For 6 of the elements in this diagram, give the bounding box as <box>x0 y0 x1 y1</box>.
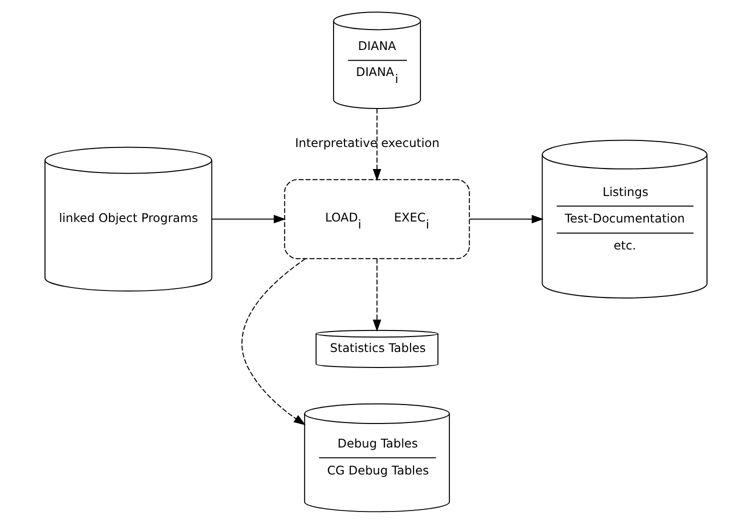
arrow <box>210 214 286 224</box>
arrow <box>372 108 381 181</box>
edge-label: Interpretative execution <box>294 136 439 150</box>
arrow <box>372 258 381 332</box>
arrow <box>468 214 544 224</box>
arrow <box>241 258 306 426</box>
